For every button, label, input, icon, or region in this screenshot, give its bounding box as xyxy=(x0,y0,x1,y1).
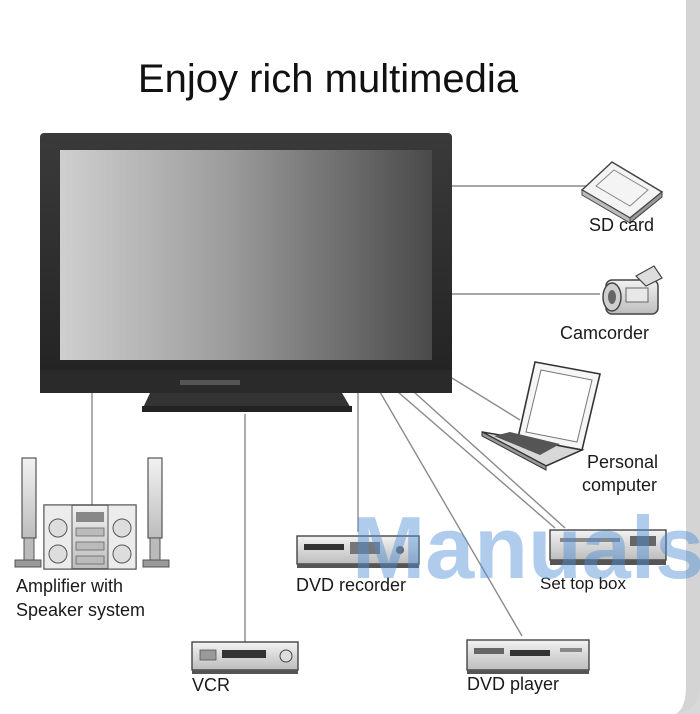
dvd-player-icon xyxy=(466,639,590,674)
sd-card-label: SD card xyxy=(589,215,654,235)
tv-icon xyxy=(40,133,452,412)
vcr-icon xyxy=(191,641,299,674)
dvd-player-label: DVD player xyxy=(467,674,559,694)
set-top-box-icon xyxy=(549,529,667,565)
dvd-recorder-icon xyxy=(296,535,420,568)
dvd-recorder-label: DVD recorder xyxy=(296,575,406,595)
connection-lines xyxy=(91,185,600,642)
set-top-box-label: Set top box xyxy=(540,574,627,593)
pc-label-line1: Personal xyxy=(587,452,658,472)
sd-card-icon xyxy=(580,161,664,225)
amplifier-label-line1: Amplifier with xyxy=(16,576,123,596)
camcorder-icon xyxy=(602,265,663,315)
laptop-icon xyxy=(481,361,601,471)
pc-label-line2: computer xyxy=(582,475,657,495)
page-title: Enjoy rich multimedia xyxy=(138,57,519,101)
amplifier-label-line2: Speaker system xyxy=(16,600,145,620)
vcr-label: VCR xyxy=(192,675,230,695)
camcorder-label: Camcorder xyxy=(560,323,649,343)
amplifier-speaker-icon xyxy=(14,457,170,570)
watermark-text: Manuals xyxy=(352,498,700,597)
